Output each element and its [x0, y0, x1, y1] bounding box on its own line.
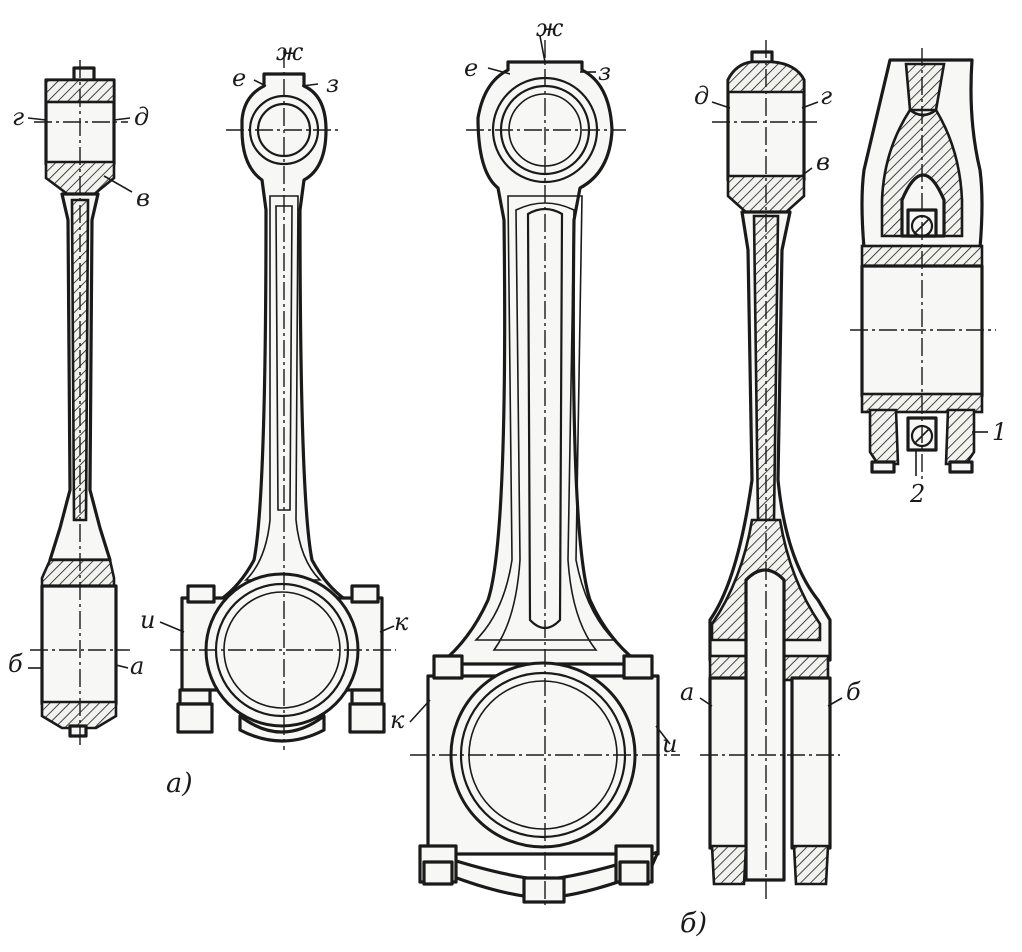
label-d-a: д: [134, 103, 149, 131]
label-zh-a: ж: [276, 38, 304, 66]
fig-a-side-section: [27, 60, 133, 745]
fig-b-side-section: [699, 40, 843, 900]
label-i-a: и: [140, 606, 155, 634]
label-a-b: а: [680, 678, 694, 706]
label-zh-b: ж: [536, 14, 564, 42]
label-g-b: г: [820, 82, 832, 110]
label-v-a: в: [136, 184, 150, 212]
label-b-a: б: [8, 650, 23, 678]
label-b-b: б: [846, 678, 861, 706]
fig-b-labels: е ж з к и д г в а б: [390, 14, 861, 758]
detail-section-view: [850, 48, 996, 480]
detail-labels: 1 2: [909, 418, 1007, 508]
label-d-b: д: [694, 82, 709, 110]
caption-a: а): [166, 768, 193, 799]
caption-b: б): [680, 908, 707, 939]
label-z-b: з: [598, 58, 611, 86]
fig-b-front-view: [409, 35, 680, 905]
label-part-2: 2: [909, 480, 925, 508]
label-e-a: е: [232, 64, 246, 92]
label-part-1: 1: [992, 418, 1007, 446]
label-g-a: г: [12, 103, 24, 131]
label-i-b: и: [662, 730, 677, 758]
label-v-b: в: [816, 148, 830, 176]
label-k-a: к: [394, 608, 409, 636]
label-k-b: к: [390, 706, 405, 734]
fig-a-front-view: [159, 50, 396, 750]
label-e-b: е: [464, 54, 478, 82]
fig-a-labels: г д в б а е ж з и к: [8, 38, 409, 680]
label-z-a: з: [326, 70, 339, 98]
label-a-a: а: [130, 652, 144, 680]
